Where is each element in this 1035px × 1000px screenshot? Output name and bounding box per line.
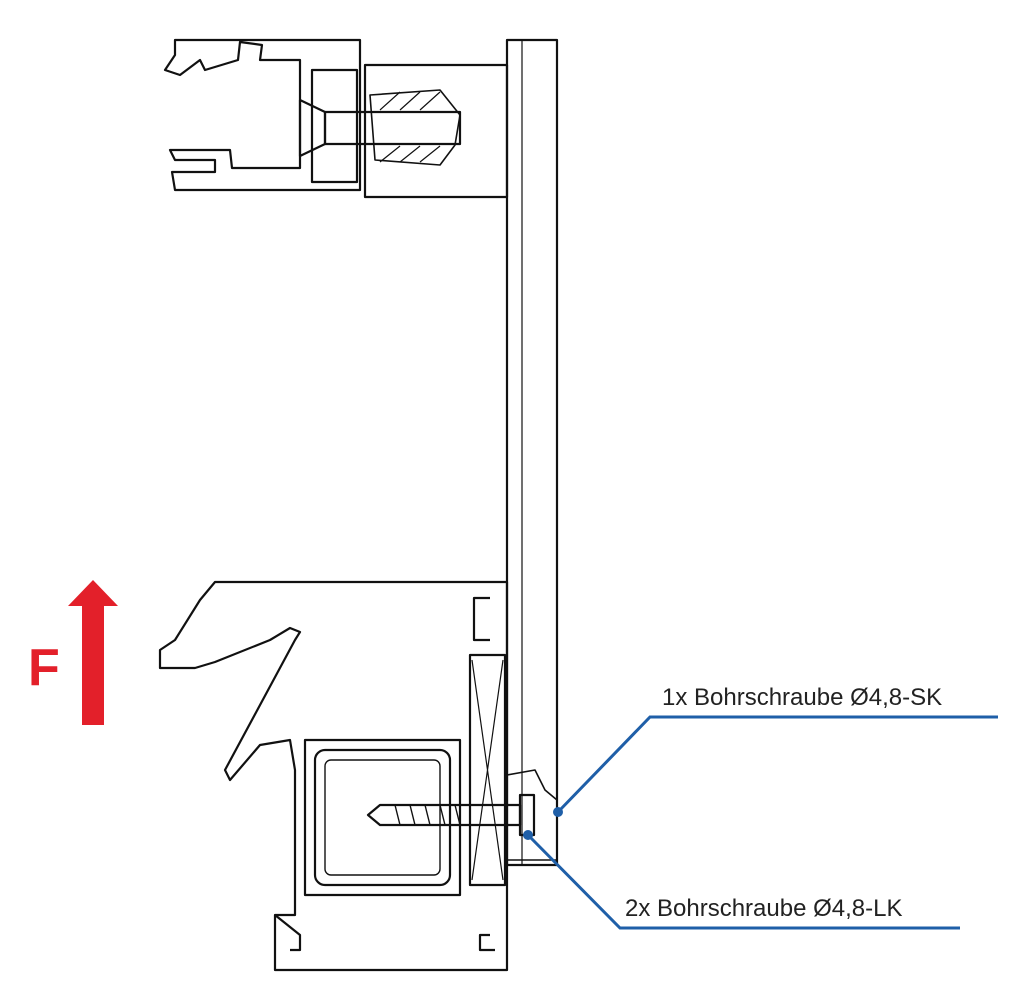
callout-lk-screw: 2x Bohrschraube Ø4,8-LK [625, 895, 903, 922]
top-bracket [163, 38, 509, 199]
force-label: F [28, 639, 60, 697]
vertical-panel [505, 38, 559, 867]
leader-dot-lk [523, 830, 533, 840]
bottom-profile [158, 580, 558, 972]
callout-sk-screw: 1x Bohrschraube Ø4,8-SK [662, 684, 943, 711]
leader-line-lk [526, 833, 960, 930]
leader-dot-sk [553, 807, 563, 817]
leader-line-sk [556, 715, 998, 814]
force-arrow [68, 580, 118, 725]
